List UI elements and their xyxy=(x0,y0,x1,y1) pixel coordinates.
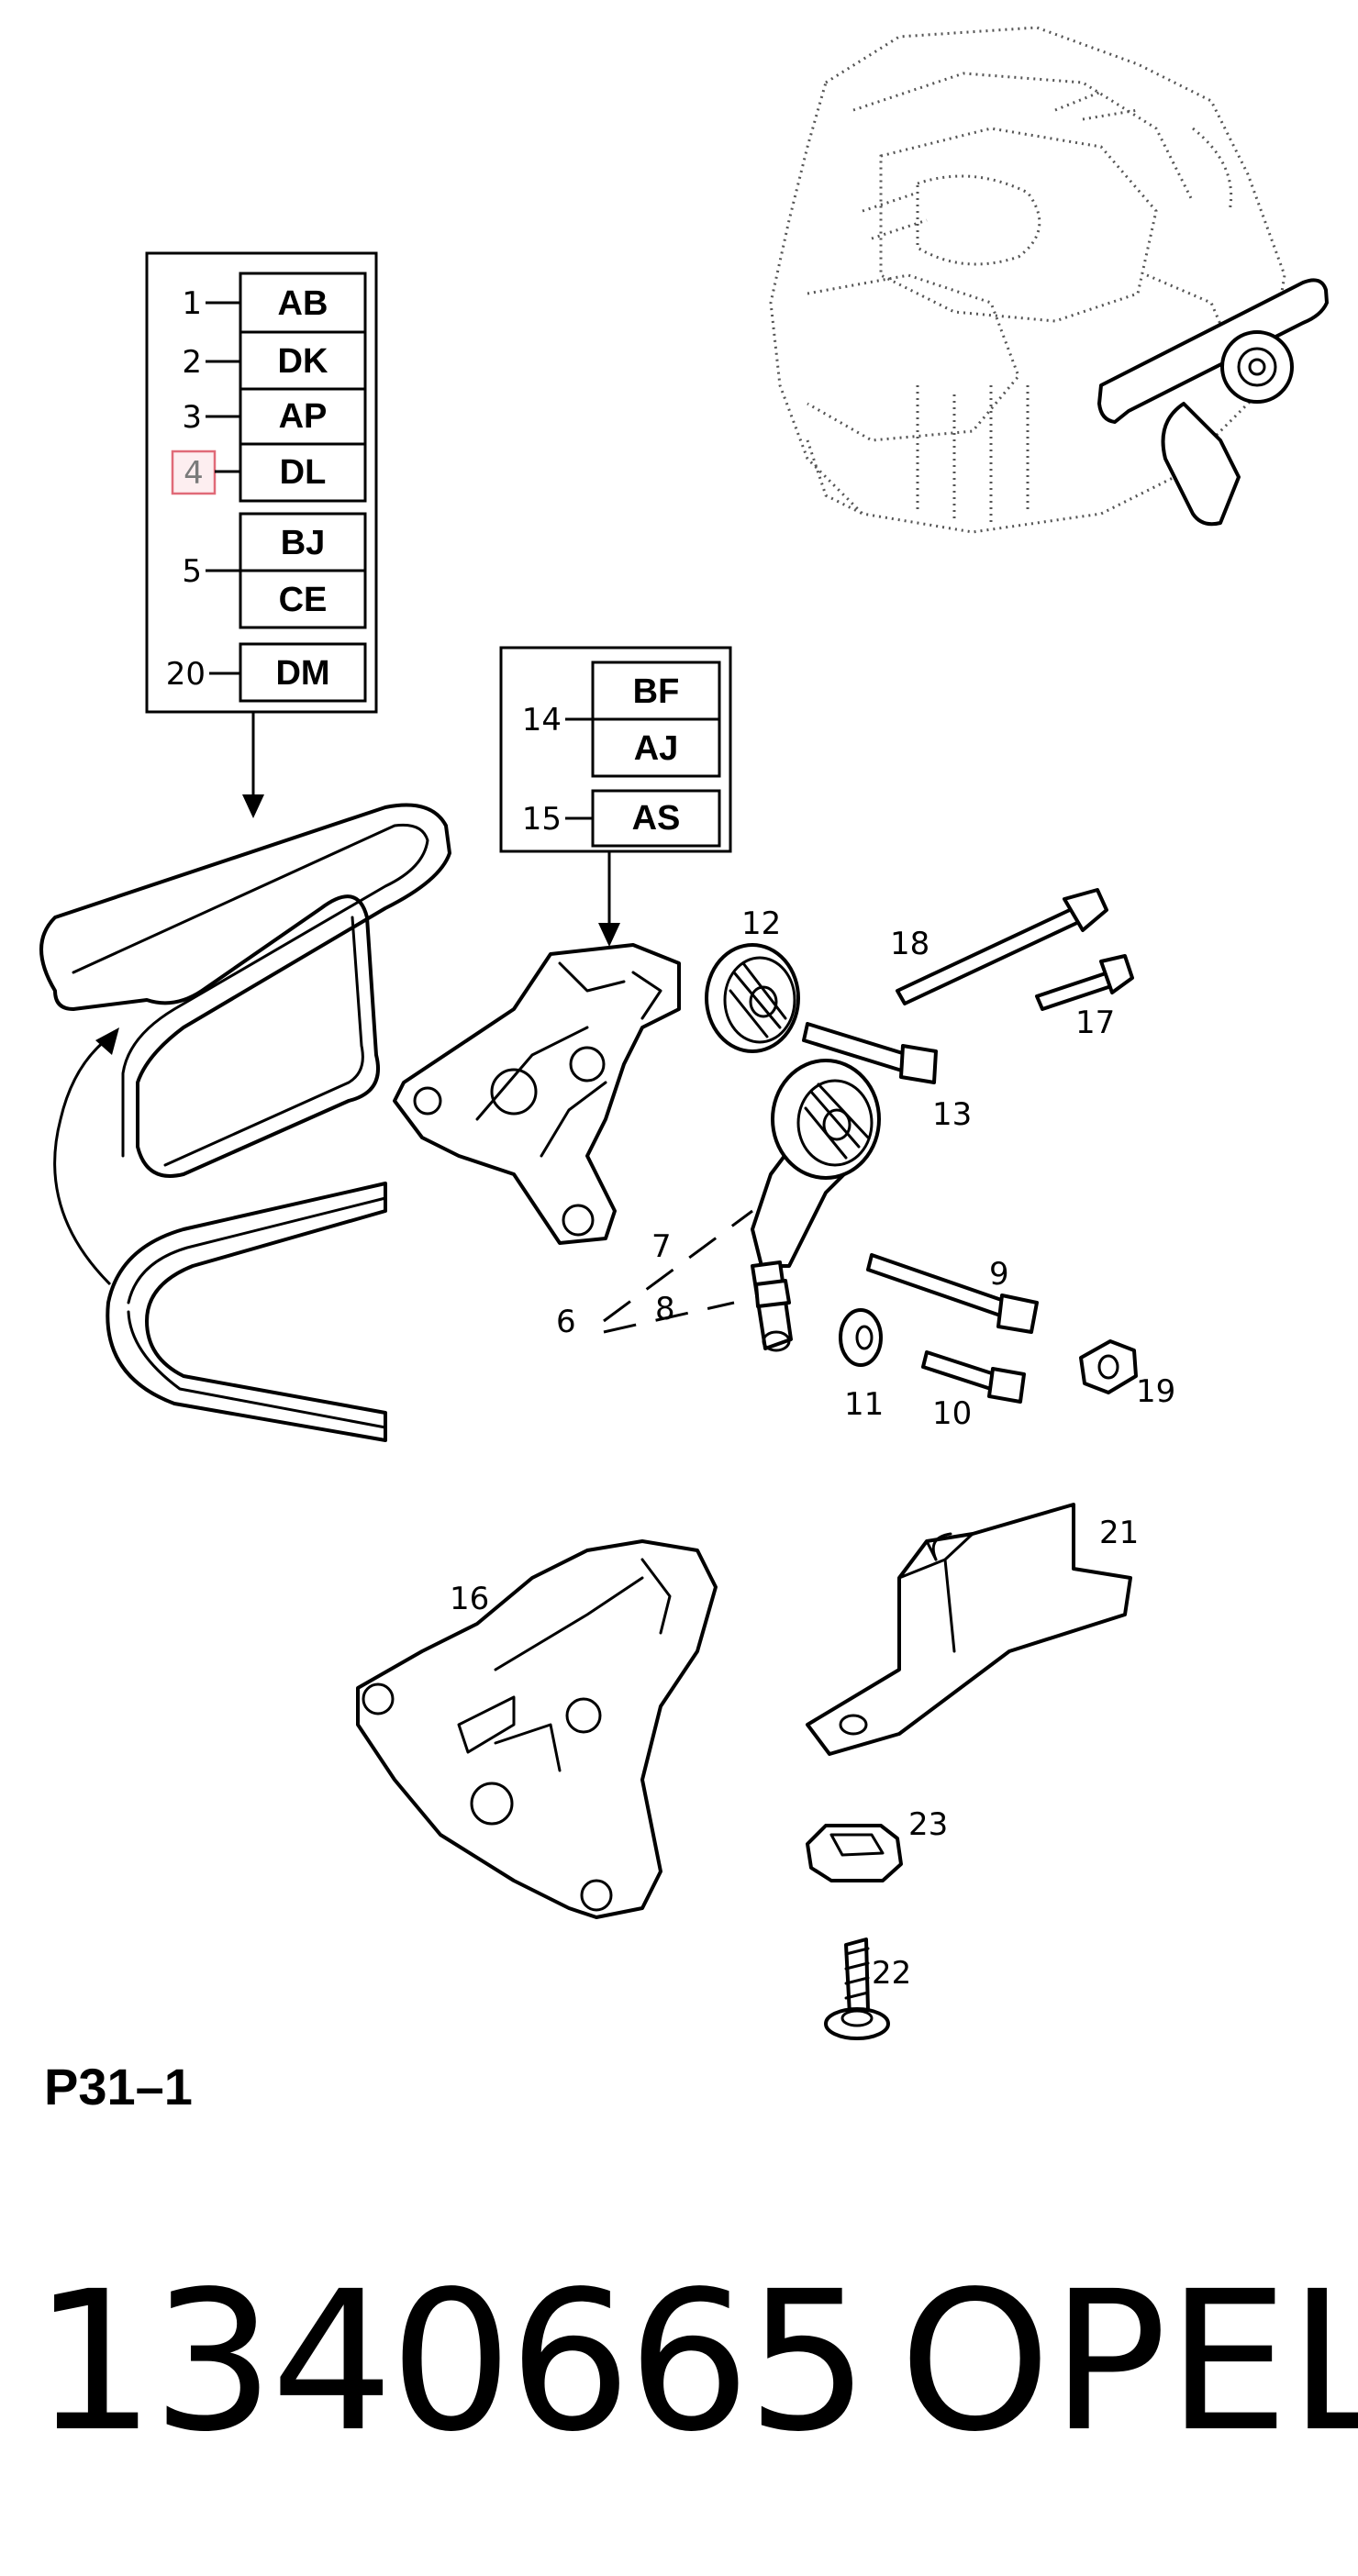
part-number: 1340665 xyxy=(33,2249,869,2474)
code-AS: AS xyxy=(632,799,681,838)
bolt-18 xyxy=(896,888,1108,1005)
callout-18: 18 xyxy=(890,926,929,962)
washer-11 xyxy=(839,1308,883,1367)
heat-shield xyxy=(806,1503,1132,1756)
bolt-9 xyxy=(866,1253,1039,1334)
idler-pulley xyxy=(705,943,800,1053)
callout-10: 10 xyxy=(932,1395,972,1432)
code-CE: CE xyxy=(279,581,328,619)
code-DM: DM xyxy=(275,654,329,693)
callout-11: 11 xyxy=(844,1386,884,1423)
bolt-10 xyxy=(921,1350,1026,1404)
code-box-b: 14 BF AJ 15 AS xyxy=(499,646,732,947)
bolt-17 xyxy=(1035,954,1134,1011)
clip-23 xyxy=(806,1824,903,1882)
code-AJ: AJ xyxy=(634,729,679,768)
callout-5: 5 xyxy=(182,553,202,590)
code-AB: AB xyxy=(278,284,328,323)
callout-17: 17 xyxy=(1075,1005,1115,1041)
screw-22 xyxy=(824,1938,890,2040)
callout-21: 21 xyxy=(1099,1515,1139,1551)
nut-19 xyxy=(1079,1339,1138,1394)
callout-6: 6 xyxy=(556,1304,576,1340)
mounting-bracket xyxy=(356,1539,718,1919)
code-BF: BF xyxy=(633,672,680,711)
callout-1: 1 xyxy=(182,285,202,322)
bolt-13 xyxy=(802,1022,938,1084)
code-BJ: BJ xyxy=(281,524,326,562)
brand-name: OPEL xyxy=(899,2249,1358,2474)
diagram-reference: P31–1 xyxy=(44,2058,193,2115)
callout-14: 14 xyxy=(522,702,562,738)
tensioner-damper xyxy=(751,1260,793,1352)
highlight-marker-4 xyxy=(171,450,217,495)
callout-20: 20 xyxy=(166,656,206,693)
serpentine-belt xyxy=(39,803,451,1442)
callout-7: 7 xyxy=(651,1228,672,1265)
callout-4: 4 xyxy=(184,455,204,492)
engine-overview-illustration xyxy=(769,26,1329,534)
callout-23: 23 xyxy=(908,1806,948,1843)
callout-22: 22 xyxy=(872,1955,911,1992)
callout-8: 8 xyxy=(655,1291,675,1327)
code-box-a: 1 AB 2 DK 3 AP 4 DL 5 BJ CE 20 DM xyxy=(145,251,378,818)
code-DL: DL xyxy=(280,453,327,492)
callout-9: 9 xyxy=(989,1256,1009,1293)
callout-3: 3 xyxy=(182,399,202,436)
callout-12: 12 xyxy=(741,905,781,942)
callout-13: 13 xyxy=(932,1096,972,1133)
code-DK: DK xyxy=(278,342,328,381)
callout-16: 16 xyxy=(450,1581,489,1617)
tensioner-arm xyxy=(751,1059,881,1268)
callout-19: 19 xyxy=(1136,1373,1175,1410)
callout-15: 15 xyxy=(522,801,562,838)
callout-2: 2 xyxy=(182,344,202,381)
tensioner-bracket xyxy=(393,943,681,1245)
code-AP: AP xyxy=(279,397,328,436)
